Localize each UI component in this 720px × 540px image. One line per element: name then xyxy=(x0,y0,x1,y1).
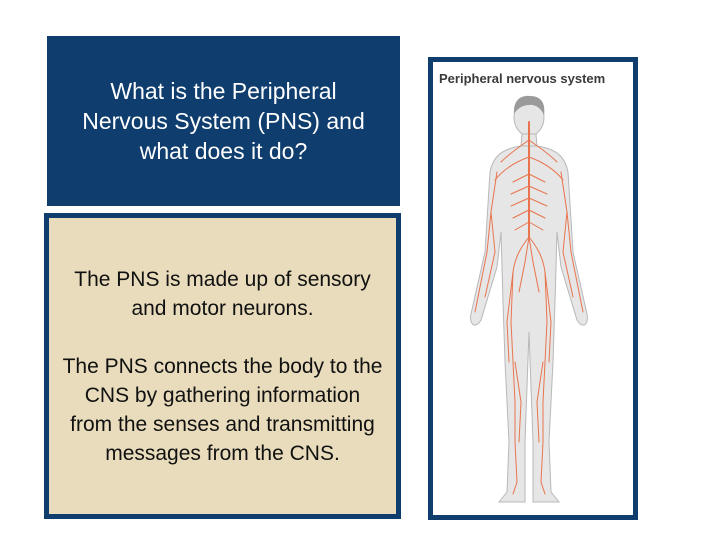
figure-panel: Peripheral nervous system xyxy=(433,62,633,515)
paragraph-function: The PNS connects the body to the CNS by … xyxy=(62,354,383,465)
paragraph-composition: The PNS is made up of sensory and motor … xyxy=(74,267,371,320)
content-text-area: The PNS is made up of sensory and motor … xyxy=(49,218,396,514)
head-hair xyxy=(513,95,545,115)
slide-title-box: What is the Peripheral Nervous System (P… xyxy=(47,36,400,206)
slide-title: What is the Peripheral Nervous System (P… xyxy=(82,78,365,164)
nerve-network xyxy=(474,121,584,495)
figure-frame: Peripheral nervous system xyxy=(428,57,638,520)
body-silhouette xyxy=(470,97,588,503)
human-body-illustration xyxy=(470,95,588,503)
content-box: The PNS is made up of sensory and motor … xyxy=(44,213,401,519)
figure-title: Peripheral nervous system xyxy=(439,71,606,86)
